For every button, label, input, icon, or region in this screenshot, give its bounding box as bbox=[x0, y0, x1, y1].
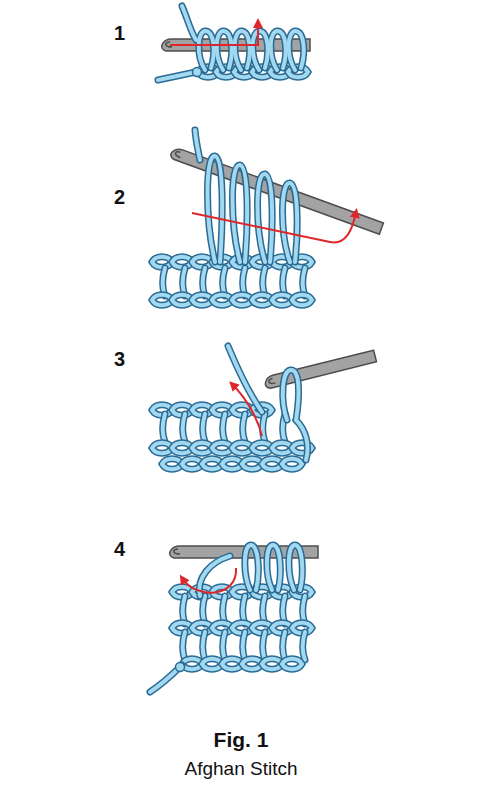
step-4-illustration bbox=[150, 545, 318, 692]
step-2-illustration bbox=[152, 130, 383, 305]
yarn-outline bbox=[228, 346, 308, 460]
step-number: 4 bbox=[114, 538, 125, 561]
direction-arrow bbox=[192, 212, 356, 242]
direction-arrow bbox=[170, 22, 258, 45]
yarn-outline bbox=[158, 6, 304, 80]
direction-arrow bbox=[182, 568, 236, 593]
yarn-loops bbox=[158, 6, 304, 80]
yarn-outline bbox=[150, 545, 302, 692]
step-1-illustration bbox=[158, 6, 310, 80]
yarn-loops bbox=[195, 130, 297, 262]
yarn-loops bbox=[228, 346, 308, 460]
step-number: 2 bbox=[114, 186, 125, 209]
step-3-illustration bbox=[152, 346, 376, 469]
slip-knot bbox=[176, 663, 185, 672]
yarn-outline bbox=[195, 130, 297, 262]
slip-knot bbox=[193, 68, 202, 77]
direction-arrow bbox=[232, 384, 262, 436]
figure-caption: Fig. 1 bbox=[0, 728, 482, 752]
figure-subtitle: Afghan Stitch bbox=[0, 758, 482, 780]
fabric bbox=[172, 587, 312, 670]
yarn-loops bbox=[150, 545, 302, 692]
step-number: 3 bbox=[114, 348, 125, 371]
step-number: 1 bbox=[114, 22, 125, 45]
